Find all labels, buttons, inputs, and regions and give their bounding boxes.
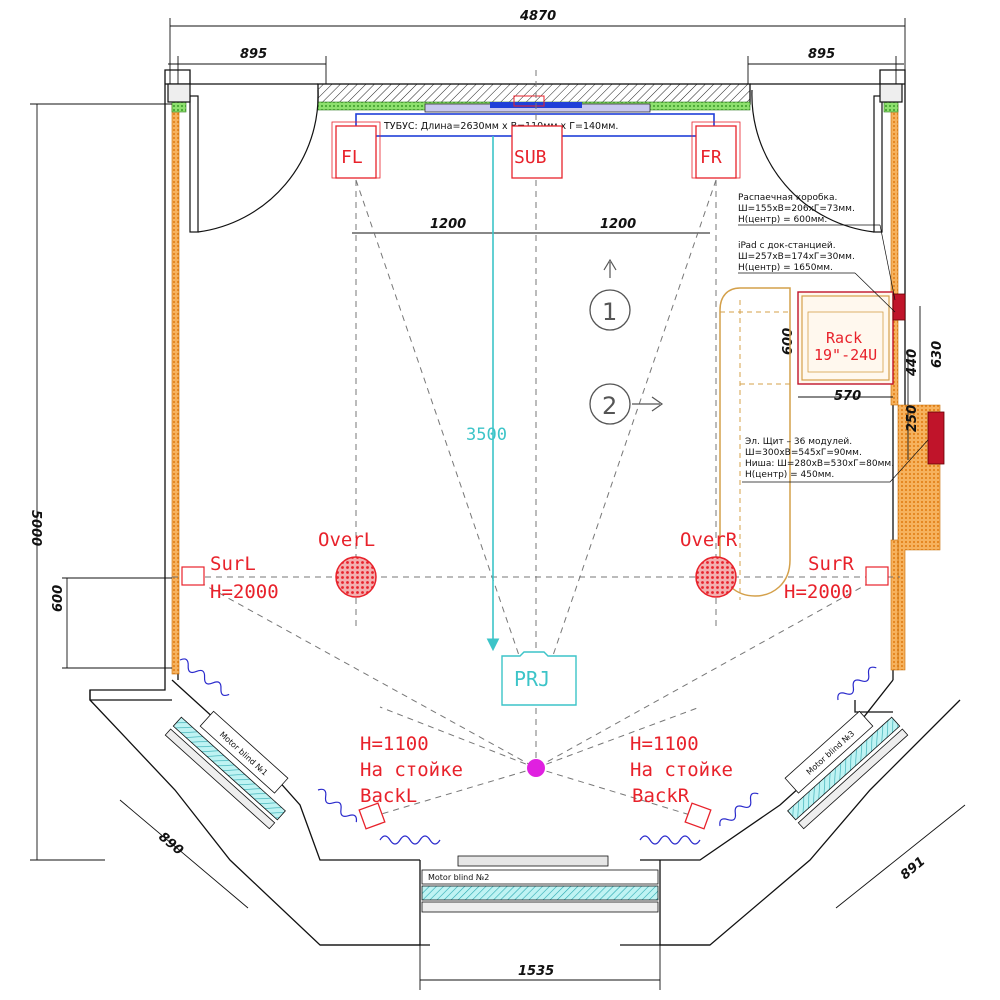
row-2-label: 2 (602, 392, 617, 420)
speaker-guide-lines (172, 70, 900, 819)
curtains (179, 658, 877, 845)
note-junction-1: Распаечная коробка. (738, 193, 837, 203)
throw-label: 3500 (466, 425, 507, 445)
rack-label-2: 19"-24U (814, 346, 877, 364)
speaker-fl: FL (331, 121, 381, 179)
notes: Распаечная коробка. Ш=155хВ=206хГ=73мм. … (738, 193, 929, 483)
note-panel-4: Н(центр) = 450мм. (745, 470, 834, 480)
throw-distance: 3500 (466, 136, 507, 652)
speaker-backr-height: H=1100 (630, 733, 699, 755)
speaker-overr: OverR (680, 529, 738, 598)
dim-door-right: 895 (808, 47, 835, 62)
note-panel-3: Ниша: Ш=280хВ=530хГ=80мм. (745, 459, 894, 469)
speaker-overl: OverL (318, 529, 377, 598)
dim-door-left: 895 (240, 47, 267, 62)
note-ipad-3: Н(центр) = 1650мм. (738, 263, 833, 273)
speaker-backl-label: BackL (360, 785, 417, 807)
speaker-backl-height: H=1100 (360, 733, 429, 755)
dim-side-600: 600 (51, 585, 66, 612)
dim-fr-offset: 1200 (600, 217, 636, 232)
note-panel-2: Ш=300хВ=545хГ=90мм. (745, 448, 862, 458)
note-junction-2: Ш=155хВ=206хГ=73мм. (738, 204, 855, 214)
speaker-sub-label: SUB (514, 147, 547, 168)
dim-wall-440: 440 (905, 349, 920, 377)
speaker-backl: H=1100 На стойке BackL (358, 733, 463, 830)
note-ipad-1: iPad с док-станцией. (738, 241, 836, 251)
dim-wall-250: 250 (905, 405, 920, 432)
note-junction-3: Н(центр) = 600мм. (738, 215, 827, 225)
note-ipad-2: Ш=257хВ=174хГ=30мм. (738, 252, 855, 262)
tube-label: ТУБУС: Длина=2630мм х В=110мм х Г=140мм. (383, 121, 618, 132)
dim-bay-right: 891 (898, 854, 928, 883)
dim-rack-width: 570 (834, 389, 861, 404)
listening-position (527, 759, 545, 777)
motor-blind-1: Motor blind №1 (164, 710, 289, 830)
dim-fl-offset: 1200 (430, 217, 466, 232)
speaker-backr-stand: На стойке (630, 759, 733, 781)
speaker-surr: SurR H=2000 (784, 553, 889, 603)
junction-box (892, 293, 906, 321)
rack-label-1: Rack (826, 329, 862, 347)
dim-rack-depth: 600 (781, 328, 796, 355)
speaker-overl-label: OverL (318, 529, 375, 551)
electric-panel (927, 411, 945, 465)
speaker-backr-label: BackR (632, 785, 690, 807)
motor-blind-2: Motor blind №2 (421, 855, 659, 913)
motor-blind-3: Motor blind №3 (784, 710, 909, 830)
doors (167, 83, 903, 233)
row-1-label: 1 (602, 298, 617, 326)
speaker-surl-height: H=2000 (210, 581, 279, 603)
motor-blind-2-label: Motor blind №2 (428, 873, 489, 882)
speaker-fl-label: FL (341, 147, 363, 168)
dim-overall-height: 5000 (28, 510, 43, 546)
speaker-sub: SUB (511, 125, 563, 179)
note-panel-1: Эл. Щит – 36 модулей. (745, 437, 852, 447)
projector-label: PRJ (514, 667, 550, 691)
dim-bay-bottom: 1535 (518, 964, 554, 979)
speaker-surl: SurL H=2000 (181, 553, 279, 603)
speaker-surl-label: SurL (210, 553, 256, 575)
speaker-overr-label: OverR (680, 529, 738, 551)
speaker-backl-stand: На стойке (360, 759, 463, 781)
speaker-backr: H=1100 На стойке BackR (630, 733, 733, 830)
speaker-fr-label: FR (700, 147, 722, 168)
projector: PRJ (501, 651, 577, 706)
dim-wall-630: 630 (930, 341, 945, 368)
rack: Rack 19"-24U (797, 291, 894, 385)
seating-rows: 1 2 (589, 258, 664, 425)
speaker-fr: FR (691, 121, 741, 179)
dim-overall-width: 4870 (519, 9, 556, 24)
speaker-surr-label: SurR (808, 553, 854, 575)
speaker-surr-height: H=2000 (784, 581, 853, 603)
